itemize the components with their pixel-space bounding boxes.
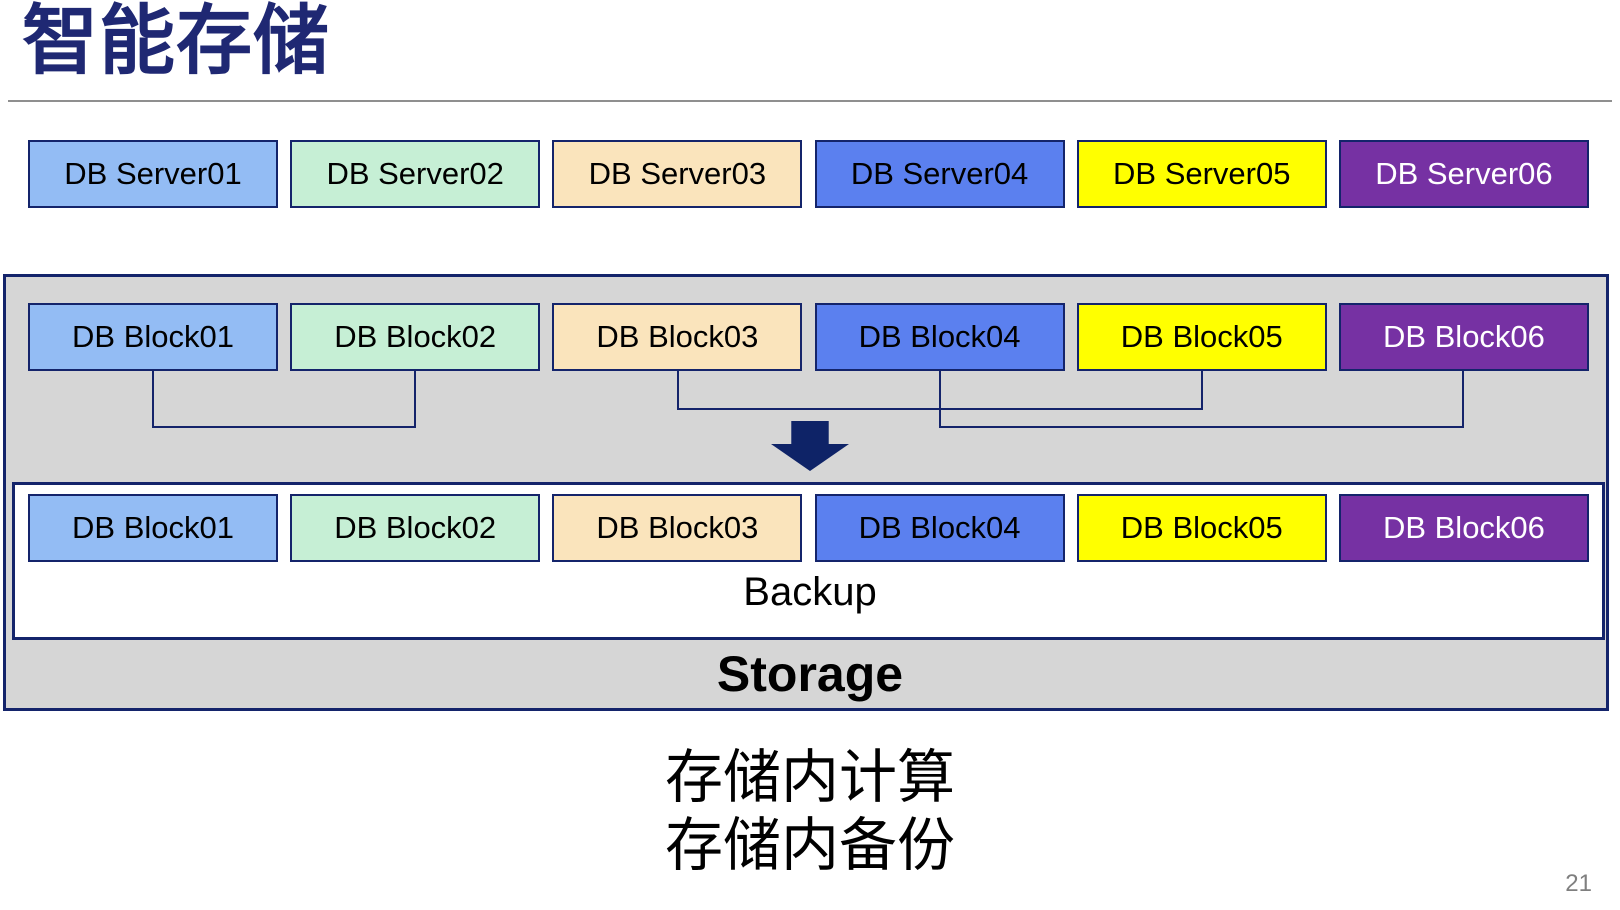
db-server-03-box: DB Server03 <box>552 140 803 208</box>
storage-label: Storage <box>716 646 904 702</box>
title-divider <box>8 100 1612 102</box>
db-block-03-box: DB Block03 <box>552 303 803 371</box>
caption-line-2: 存储内备份 <box>664 813 955 878</box>
connector-block04-stub <box>939 371 941 428</box>
db-server-01-box: DB Server01 <box>28 140 278 208</box>
backup-db-block-01-box: DB Block01 <box>28 494 278 562</box>
db-block-06-box: DB Block06 <box>1338 303 1589 371</box>
page-number: 21 <box>1565 870 1592 897</box>
backup-db-block-02-box: DB Block02 <box>290 494 541 562</box>
db-block-05-box: DB Block05 <box>1076 303 1327 371</box>
db-server-05-box: DB Server05 <box>1076 140 1327 208</box>
backup-db-block-05-box: DB Block05 <box>1076 494 1327 562</box>
db-server-06-box: DB Server06 <box>1338 140 1589 208</box>
connector-block01-stub <box>152 371 154 428</box>
db-block-row: DB Block01 DB Block02 DB Block03 DB Bloc… <box>28 303 1589 371</box>
connector-block03-stub <box>677 371 679 410</box>
connector-block06-stub <box>1462 371 1464 428</box>
backup-db-block-03-box: DB Block03 <box>552 494 803 562</box>
connector-block04-block06 <box>939 426 1464 428</box>
connector-block01-block02 <box>152 426 416 428</box>
db-block-02-box: DB Block02 <box>290 303 541 371</box>
page-title: 智能存储 <box>22 0 330 84</box>
db-server-02-box: DB Server02 <box>290 140 541 208</box>
db-server-04-box: DB Server04 <box>814 140 1065 208</box>
db-server-row: DB Server01 DB Server02 DB Server03 DB S… <box>28 140 1589 208</box>
backup-db-block-row: DB Block01 DB Block02 DB Block03 DB Bloc… <box>28 494 1589 562</box>
db-block-01-box: DB Block01 <box>28 303 278 371</box>
caption-text: 存储内计算 存储内备份 <box>0 744 1620 880</box>
connector-block02-stub <box>414 371 416 428</box>
connector-block05-stub <box>1201 371 1203 410</box>
backup-label: Backup <box>743 570 877 614</box>
caption-line-1: 存储内计算 <box>664 745 955 810</box>
backup-db-block-04-box: DB Block04 <box>814 494 1065 562</box>
backup-db-block-06-box: DB Block06 <box>1338 494 1589 562</box>
db-block-04-box: DB Block04 <box>814 303 1065 371</box>
